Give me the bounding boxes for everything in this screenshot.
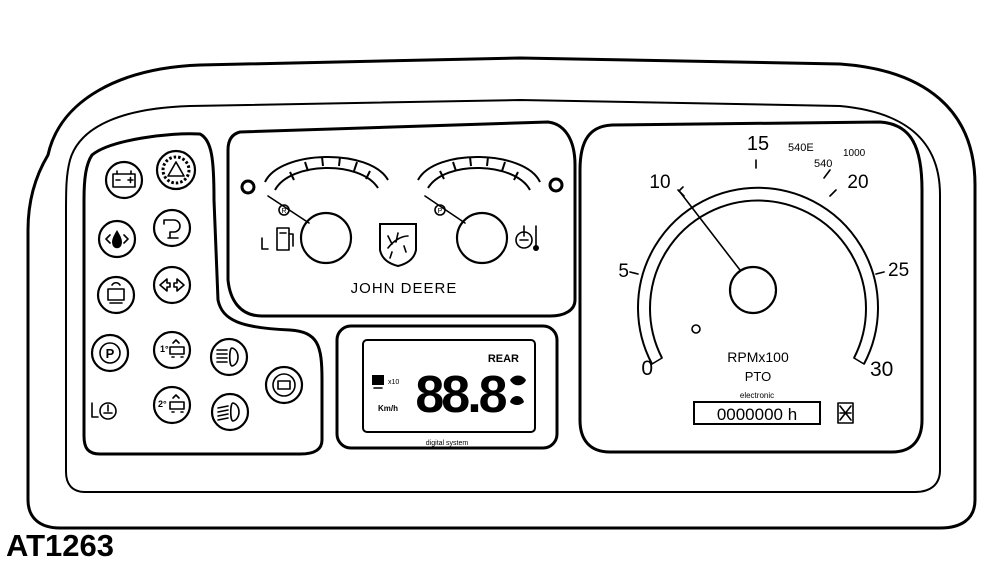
tach-label-20: 20 bbox=[847, 172, 868, 193]
tachometer-dial bbox=[629, 159, 885, 365]
indicator-panel bbox=[82, 132, 324, 456]
tach-label-25: 25 bbox=[888, 260, 909, 281]
reference-code: AT1263 bbox=[6, 528, 114, 563]
fuel-pump-icon bbox=[261, 227, 294, 251]
deere-logo-icon bbox=[379, 223, 417, 268]
lcd-mode-label: REAR bbox=[488, 353, 519, 365]
fuel-warning-icon bbox=[91, 402, 117, 420]
tach-label-0: 0 bbox=[641, 357, 653, 380]
tachometer-panel bbox=[578, 120, 924, 454]
tach-label-10: 10 bbox=[649, 172, 670, 193]
brand-name: JOHN DEERE bbox=[351, 280, 458, 297]
lcd-readout: 88.8 bbox=[415, 366, 506, 424]
tach-label-30: 30 bbox=[870, 358, 893, 381]
tach-label-15: 15 bbox=[747, 133, 769, 155]
parking-brake-icon: P bbox=[90, 333, 130, 373]
housing-inner bbox=[65, 98, 941, 493]
temp-gauge-marker: P bbox=[438, 208, 443, 215]
brake-warning-icon bbox=[264, 365, 304, 405]
hitch-icon bbox=[152, 208, 192, 248]
pto-label-1000: 1000 bbox=[843, 148, 866, 159]
oil-pressure-icon bbox=[97, 219, 137, 259]
pto-label-540E: 540E bbox=[788, 142, 814, 154]
lcd-panel bbox=[335, 324, 559, 450]
housing-outer bbox=[26, 56, 977, 530]
svg-text:P: P bbox=[106, 346, 115, 361]
tach-label-5: 5 bbox=[618, 261, 629, 282]
turn-signal-icon bbox=[152, 265, 192, 305]
lcd-caption: digital system bbox=[426, 440, 469, 447]
lcd-multiplier: x10 bbox=[388, 379, 399, 386]
fuel-gauge-marker: R bbox=[281, 208, 286, 215]
gauge-panel bbox=[226, 120, 577, 318]
trailer-1-icon: 1° bbox=[152, 330, 192, 370]
fuel-gauge: R bbox=[240, 156, 389, 265]
headlight-high-icon bbox=[209, 337, 249, 377]
headlight-low-icon bbox=[210, 392, 250, 432]
air-filter-icon bbox=[96, 275, 136, 315]
coolant-icon bbox=[515, 225, 539, 251]
battery-icon bbox=[104, 160, 144, 200]
hour-meter: 0000000 h bbox=[717, 405, 797, 424]
temperature-gauge: P bbox=[417, 156, 564, 265]
electronic-label: electronic bbox=[740, 391, 774, 400]
svg-text:2°: 2° bbox=[158, 399, 167, 409]
tach-pto-label: PTO bbox=[745, 369, 772, 384]
rabbit-icon bbox=[510, 370, 526, 386]
hour-meter-frame bbox=[693, 401, 821, 425]
lcd-screen bbox=[362, 339, 536, 433]
svg-text:1°: 1° bbox=[160, 344, 169, 354]
speed-icon bbox=[372, 375, 384, 389]
trailer-2-icon: 2° bbox=[152, 385, 192, 425]
warning-box-icon bbox=[837, 402, 854, 424]
lcd-unit-label: Km/h bbox=[378, 404, 398, 413]
turtle-icon bbox=[510, 396, 524, 410]
pto-label-540: 540 bbox=[814, 158, 832, 170]
tach-unit-label: RPMx100 bbox=[727, 349, 789, 365]
hazard-sun-icon bbox=[155, 149, 197, 191]
